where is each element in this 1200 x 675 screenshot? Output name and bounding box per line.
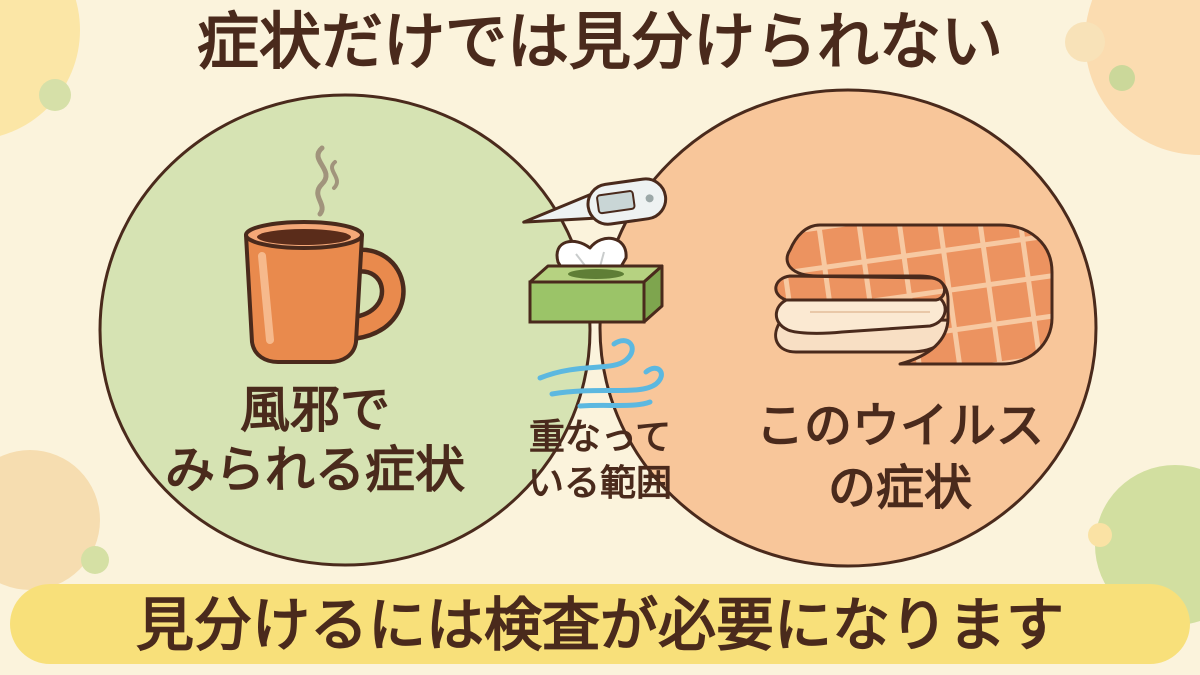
thermometer-icon (522, 177, 668, 226)
tissue-box-icon (528, 236, 664, 324)
left-label-line-2: みられる症状 (165, 441, 465, 499)
right-label-line-1: このウイルス (755, 398, 1044, 454)
page-title: 症状だけでは見分けられない (196, 5, 1003, 78)
footer-banner (10, 584, 1190, 664)
right-region-label: このウイルス の症状 (735, 395, 1065, 519)
left-label-line-1: 風邪で (240, 381, 390, 439)
left-region-label: 風邪で みられる症状 (150, 380, 480, 500)
coffee-mug-icon (244, 145, 406, 364)
background-decoration (0, 0, 1200, 625)
overlap-region-label: 重なって いる範囲 (495, 415, 705, 507)
right-circle-outline (598, 88, 1098, 568)
left-circle-outline (98, 93, 592, 567)
wind-icon (537, 338, 664, 409)
center-label-line-1: 重なって (528, 417, 672, 458)
footer-text: 見分けるには検査が必要になります (135, 591, 1064, 659)
right-label-line-2: の症状 (827, 460, 972, 516)
center-label-line-2: いる範囲 (527, 463, 672, 504)
folded-blanket-icon (774, 223, 1054, 366)
